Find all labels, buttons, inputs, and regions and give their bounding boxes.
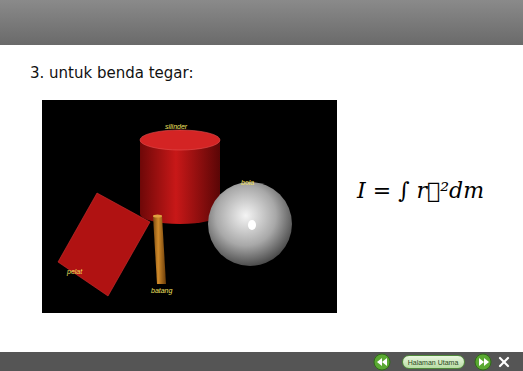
sphere [208, 182, 292, 266]
cylinder [140, 130, 220, 224]
nav-home-button: Halaman Utama [402, 355, 465, 369]
nav-next-button [475, 354, 491, 370]
image-panel [42, 100, 337, 313]
formula: I = ∫ r⃗²dm [357, 178, 484, 203]
plate [58, 193, 150, 296]
top-bar [0, 0, 523, 45]
nav-prev-button [374, 354, 390, 370]
part-label: bola [241, 179, 254, 186]
part-label: batang [151, 287, 172, 294]
part-label: silinder [165, 123, 187, 130]
close-icon [500, 358, 508, 366]
slide-heading: 3. untuk benda tegar: [30, 64, 193, 82]
rod [153, 215, 166, 285]
button-text: Halaman Utama [408, 359, 459, 366]
bottom-bar [0, 352, 523, 371]
part-label: pelat [67, 268, 82, 275]
